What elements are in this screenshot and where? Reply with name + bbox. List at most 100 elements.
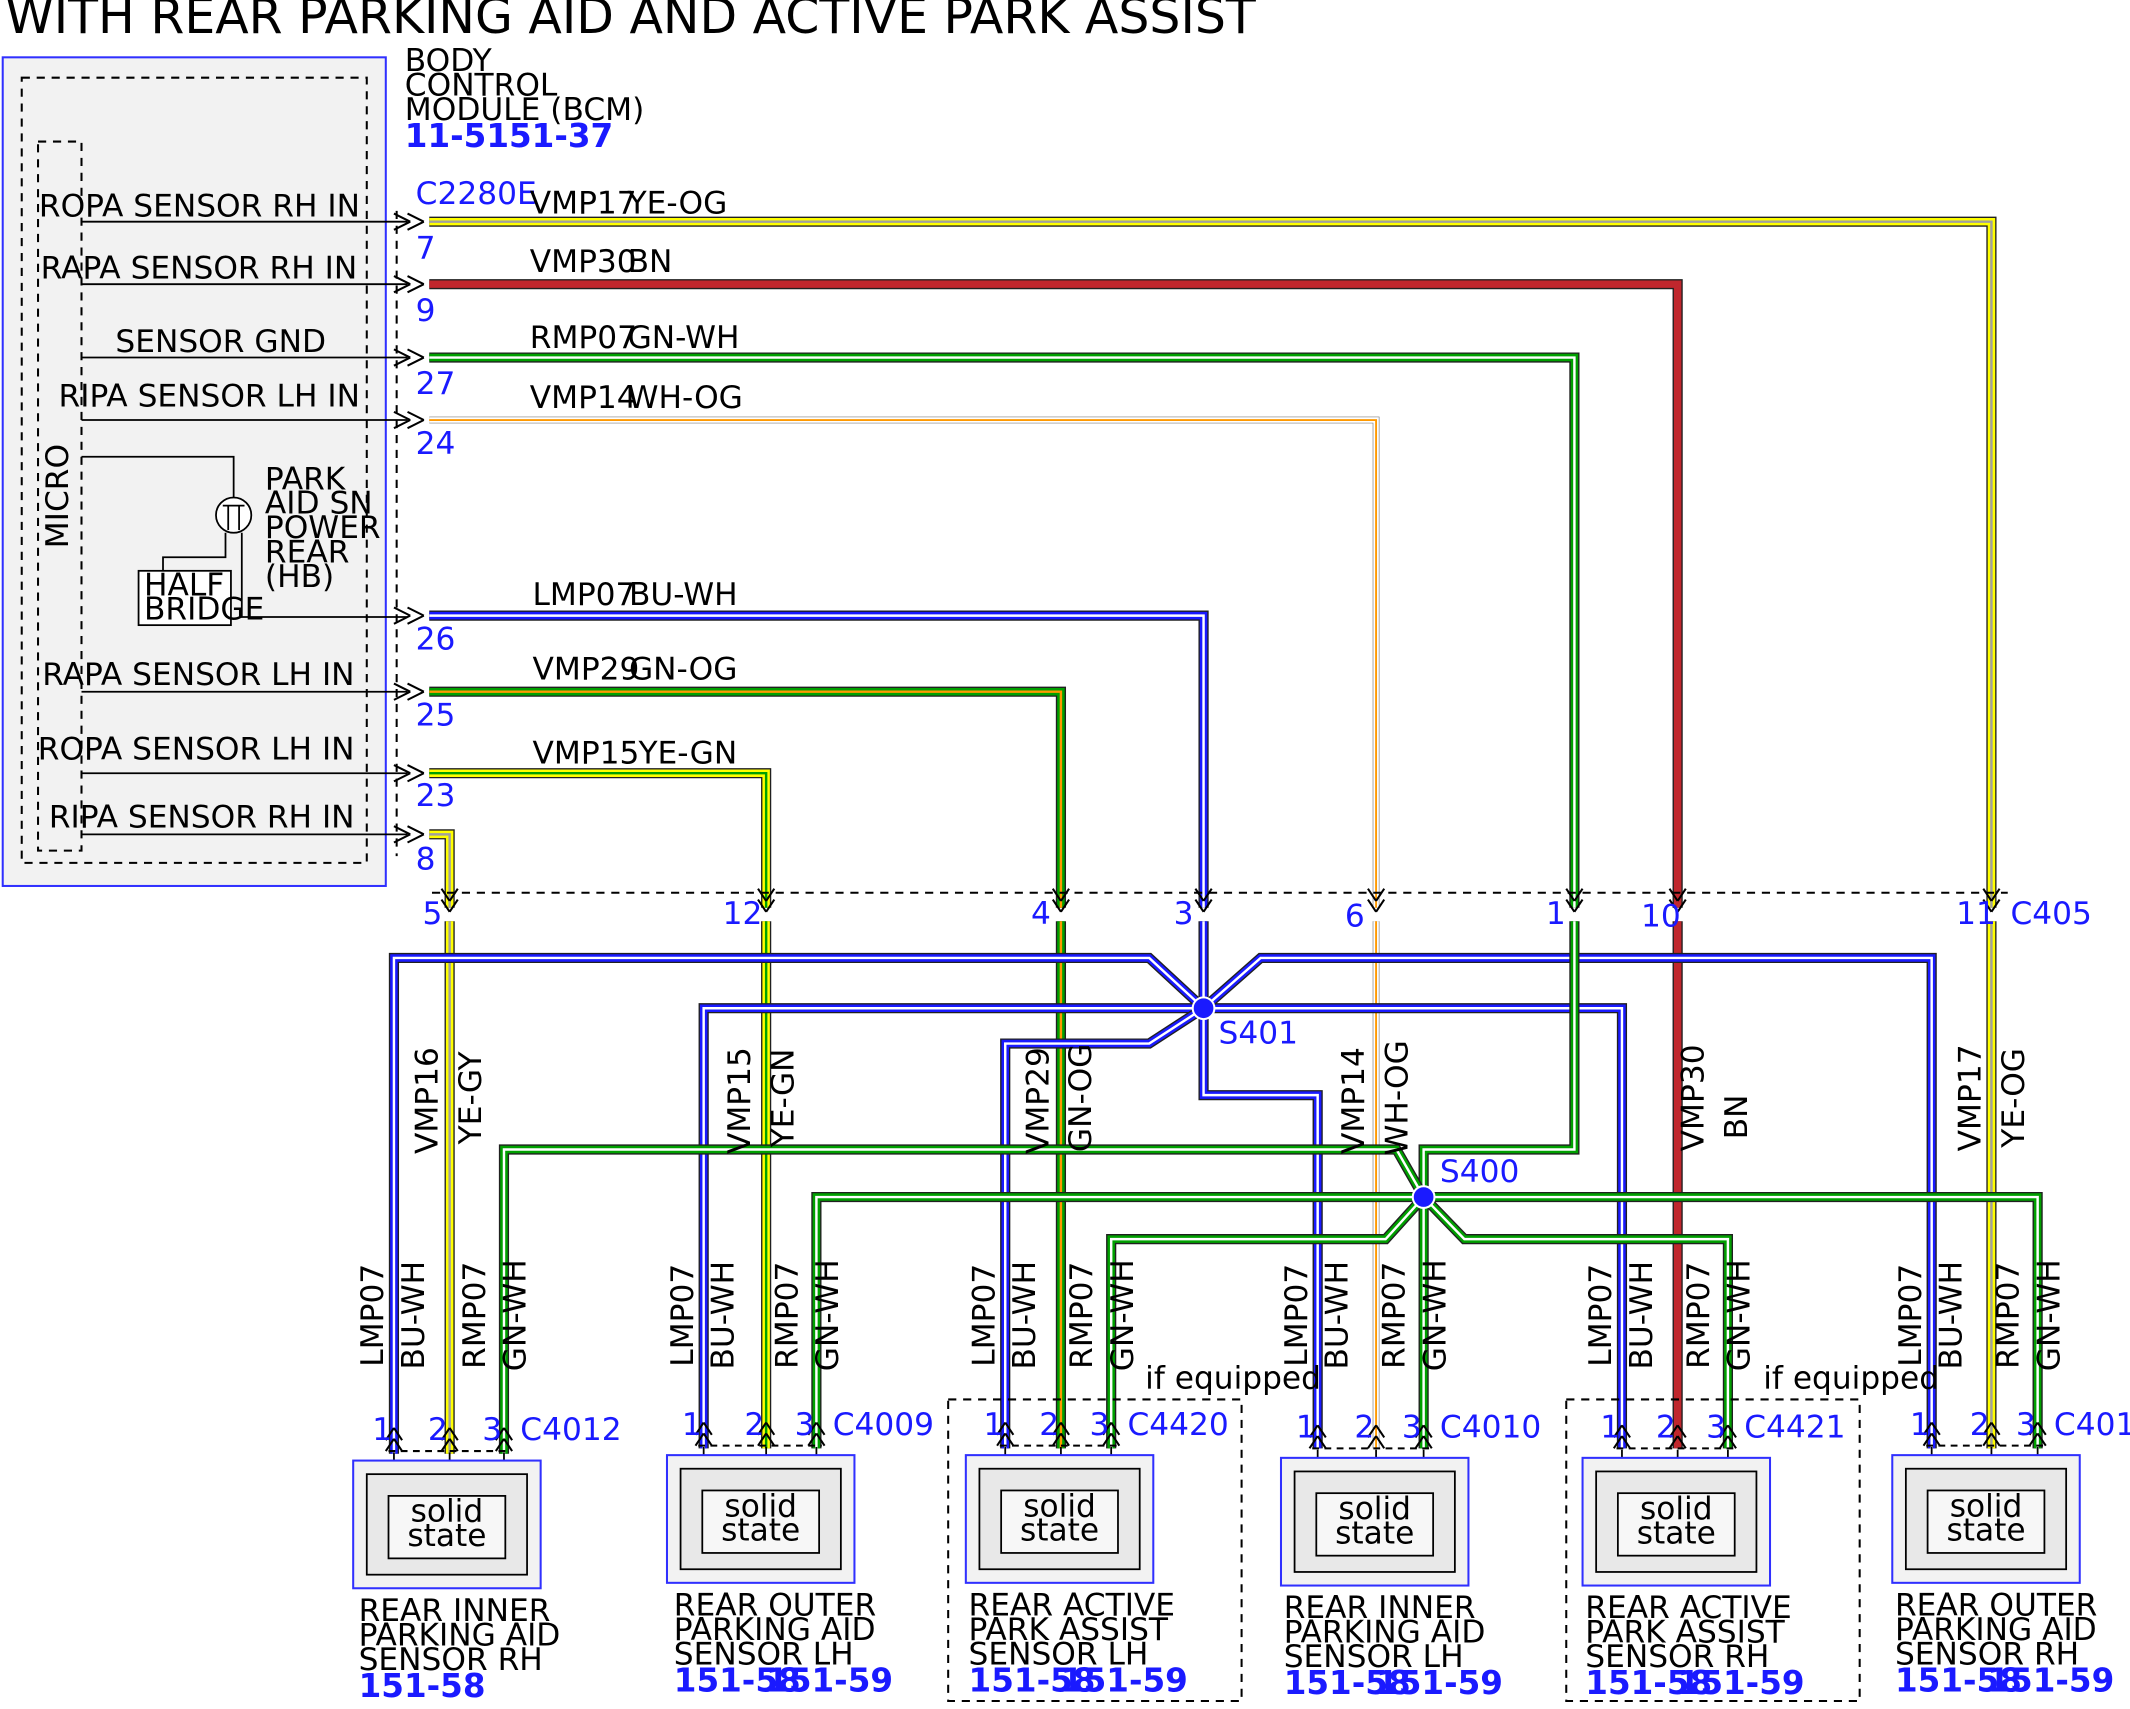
sensor-pin-arrow [2036, 1421, 2047, 1436]
c405-pin-arrow [1194, 888, 1205, 902]
wire-color-label: BU-WH [1934, 1261, 1970, 1370]
sensor-pin-arrow [1102, 1432, 1113, 1447]
sensor-ref-link[interactable]: 151-59 [1987, 1662, 2114, 1700]
signal-label: RIPA SENSOR RH IN [49, 800, 355, 836]
wire-circuit-label: RMP07 [1681, 1262, 1717, 1369]
bcm-connector-pins [393, 210, 425, 857]
bcm-pin-number: 8 [416, 842, 436, 878]
sensor-pin-number: 1 [1600, 1409, 1620, 1445]
bcm-module-box [1, 56, 387, 887]
splice-s401 [1191, 996, 1216, 1021]
bcm-pin-arrow [393, 606, 411, 617]
bcm-ref-link[interactable]: 151-37 [486, 117, 613, 155]
sensor-ref-link[interactable]: 151-59 [1376, 1664, 1503, 1702]
sensor-pin-number: 1 [682, 1407, 702, 1443]
bcm-pin-arrow [393, 212, 411, 223]
bcm-pin-arrow [393, 764, 411, 775]
wire-vmp29-stripe [429, 690, 1063, 908]
c405-pin-arrow [448, 888, 459, 902]
solid-state-box [1926, 1489, 2046, 1554]
bcm-pin-arrow [407, 220, 425, 231]
c405-pin-number: 3 [1174, 896, 1194, 932]
wire-circuit-label: LMP07 [1893, 1264, 1929, 1367]
wire-vmp29-outline [429, 686, 1067, 908]
bcm-pin-arrow [393, 220, 411, 231]
sensor-pin-arrow [1051, 1421, 1062, 1436]
sensor-ref-link[interactable]: 151-58 [1284, 1664, 1411, 1702]
sensor-pin-number: 1 [1910, 1407, 1930, 1443]
sensor-pin-arrow [1316, 1424, 1327, 1439]
bcm-pin-arrow [393, 690, 411, 701]
wire-color-label: BU-WH [396, 1261, 432, 1370]
sensor-ref-link[interactable]: 151-59 [766, 1662, 893, 1700]
wire-rmp07-trunk-stripe [1422, 921, 1576, 1198]
bcm-pin-arrow [407, 356, 425, 367]
if-equipped-label: if equipped [1763, 1361, 1939, 1397]
sensor-ref-link[interactable]: 151-58 [969, 1662, 1096, 1700]
bcm-signal-labels: ROPA SENSOR RH IN RAPA SENSOR RH IN SENS… [38, 188, 360, 835]
sensor-pin-arrow [1422, 1435, 1433, 1449]
wire-circuit-label: VMP14 [1336, 1047, 1372, 1154]
wire-circuit-label: LMP07 [1583, 1264, 1619, 1367]
sensor-ref-link[interactable]: 151-58 [1895, 1662, 2022, 1700]
wire-circuit-label: LMP07 [355, 1264, 391, 1367]
if-equipped-box-rh [1565, 1398, 1861, 1703]
sensor-pin-arrow [1612, 1435, 1623, 1449]
sensor-name-line: PARKING AID [674, 1612, 876, 1648]
sensor-pin-arrow [996, 1432, 1007, 1447]
sensor-pin-arrow [1930, 1421, 1941, 1436]
bcm-pin-arrow [393, 825, 411, 836]
c405-pin-arrow [757, 898, 767, 913]
sensor-ref-link[interactable]: 151-58 [1585, 1664, 1712, 1702]
solid-state-label: state [1335, 1515, 1414, 1551]
c405-pin-arrow [1565, 888, 1576, 902]
bcm-pin-numbers: 7 9 27 24 26 25 23 8 [416, 230, 456, 877]
wire-circuit-label: VMP15 [533, 736, 640, 772]
c405-pin-arrow [757, 888, 767, 902]
sensor-pin-arrow [1676, 1435, 1687, 1449]
wire-color-label: GN-WH [2031, 1259, 2067, 1371]
wire-rmp07-to-c4421-stripe [1422, 1196, 1730, 1449]
c405-pin-arrow [1051, 888, 1062, 902]
c405-pin-arrow [1990, 898, 2001, 913]
bcm-ref-link[interactable]: 11-5 [405, 117, 487, 155]
c405-pin-arrow [1668, 888, 1679, 902]
sensor-ref-link[interactable]: 151-58 [359, 1667, 486, 1705]
solid-state-box [1616, 1492, 1736, 1557]
sensor-ref-link[interactable]: 151-59 [1678, 1664, 1805, 1702]
wire-color-label: GN-WH [1722, 1259, 1758, 1371]
c405-pin-arrow [1194, 898, 1205, 913]
wire-color-label: YE-GY [453, 1050, 489, 1145]
micro-box [37, 140, 83, 852]
sensor-pin-arrow [702, 1421, 713, 1436]
wire-vmp30 [429, 279, 1683, 908]
wire-circuit-label: RMP07 [457, 1262, 493, 1369]
wire-vmp29-body [429, 687, 1065, 908]
sensor-pin-number: 2 [428, 1412, 448, 1448]
sensor-ref-link[interactable]: 151-59 [1061, 1662, 1188, 1700]
wire-vmp16 [429, 829, 455, 908]
sensor-name-line: PARKING AID [1895, 1612, 2097, 1648]
solid-state-label: state [1020, 1513, 1099, 1549]
wire-color-label: BU-WH [1007, 1261, 1043, 1370]
bcm-pin-arrow [407, 212, 425, 223]
bcm-pin-arrow [407, 419, 425, 430]
wire-circuit-label: VMP30 [1675, 1044, 1711, 1151]
sensor-pin-arrow [757, 1432, 767, 1447]
half-bridge-label: HALF [144, 567, 224, 603]
c405-pin-number: 6 [1345, 899, 1365, 935]
bcm-pin-arrow [407, 348, 425, 359]
wire-vmp17 [429, 216, 1997, 908]
sensor-pin-arrow [1316, 1435, 1327, 1449]
wire-circuit-label: RMP07 [769, 1262, 805, 1369]
wire-lmp07-upper-stripe [429, 614, 1205, 908]
sensor-pin-arrow [996, 1421, 1007, 1436]
c405-pin-arrow [1565, 898, 1576, 913]
sensor-pin-arrow [1060, 1421, 1070, 1436]
sensor-ref-link[interactable]: 151-58 [674, 1662, 801, 1700]
c405-pin-arrow [1375, 898, 1386, 913]
wire-vmp15 [429, 768, 772, 908]
sensor-name-line: SENSOR LH [969, 1636, 1149, 1672]
